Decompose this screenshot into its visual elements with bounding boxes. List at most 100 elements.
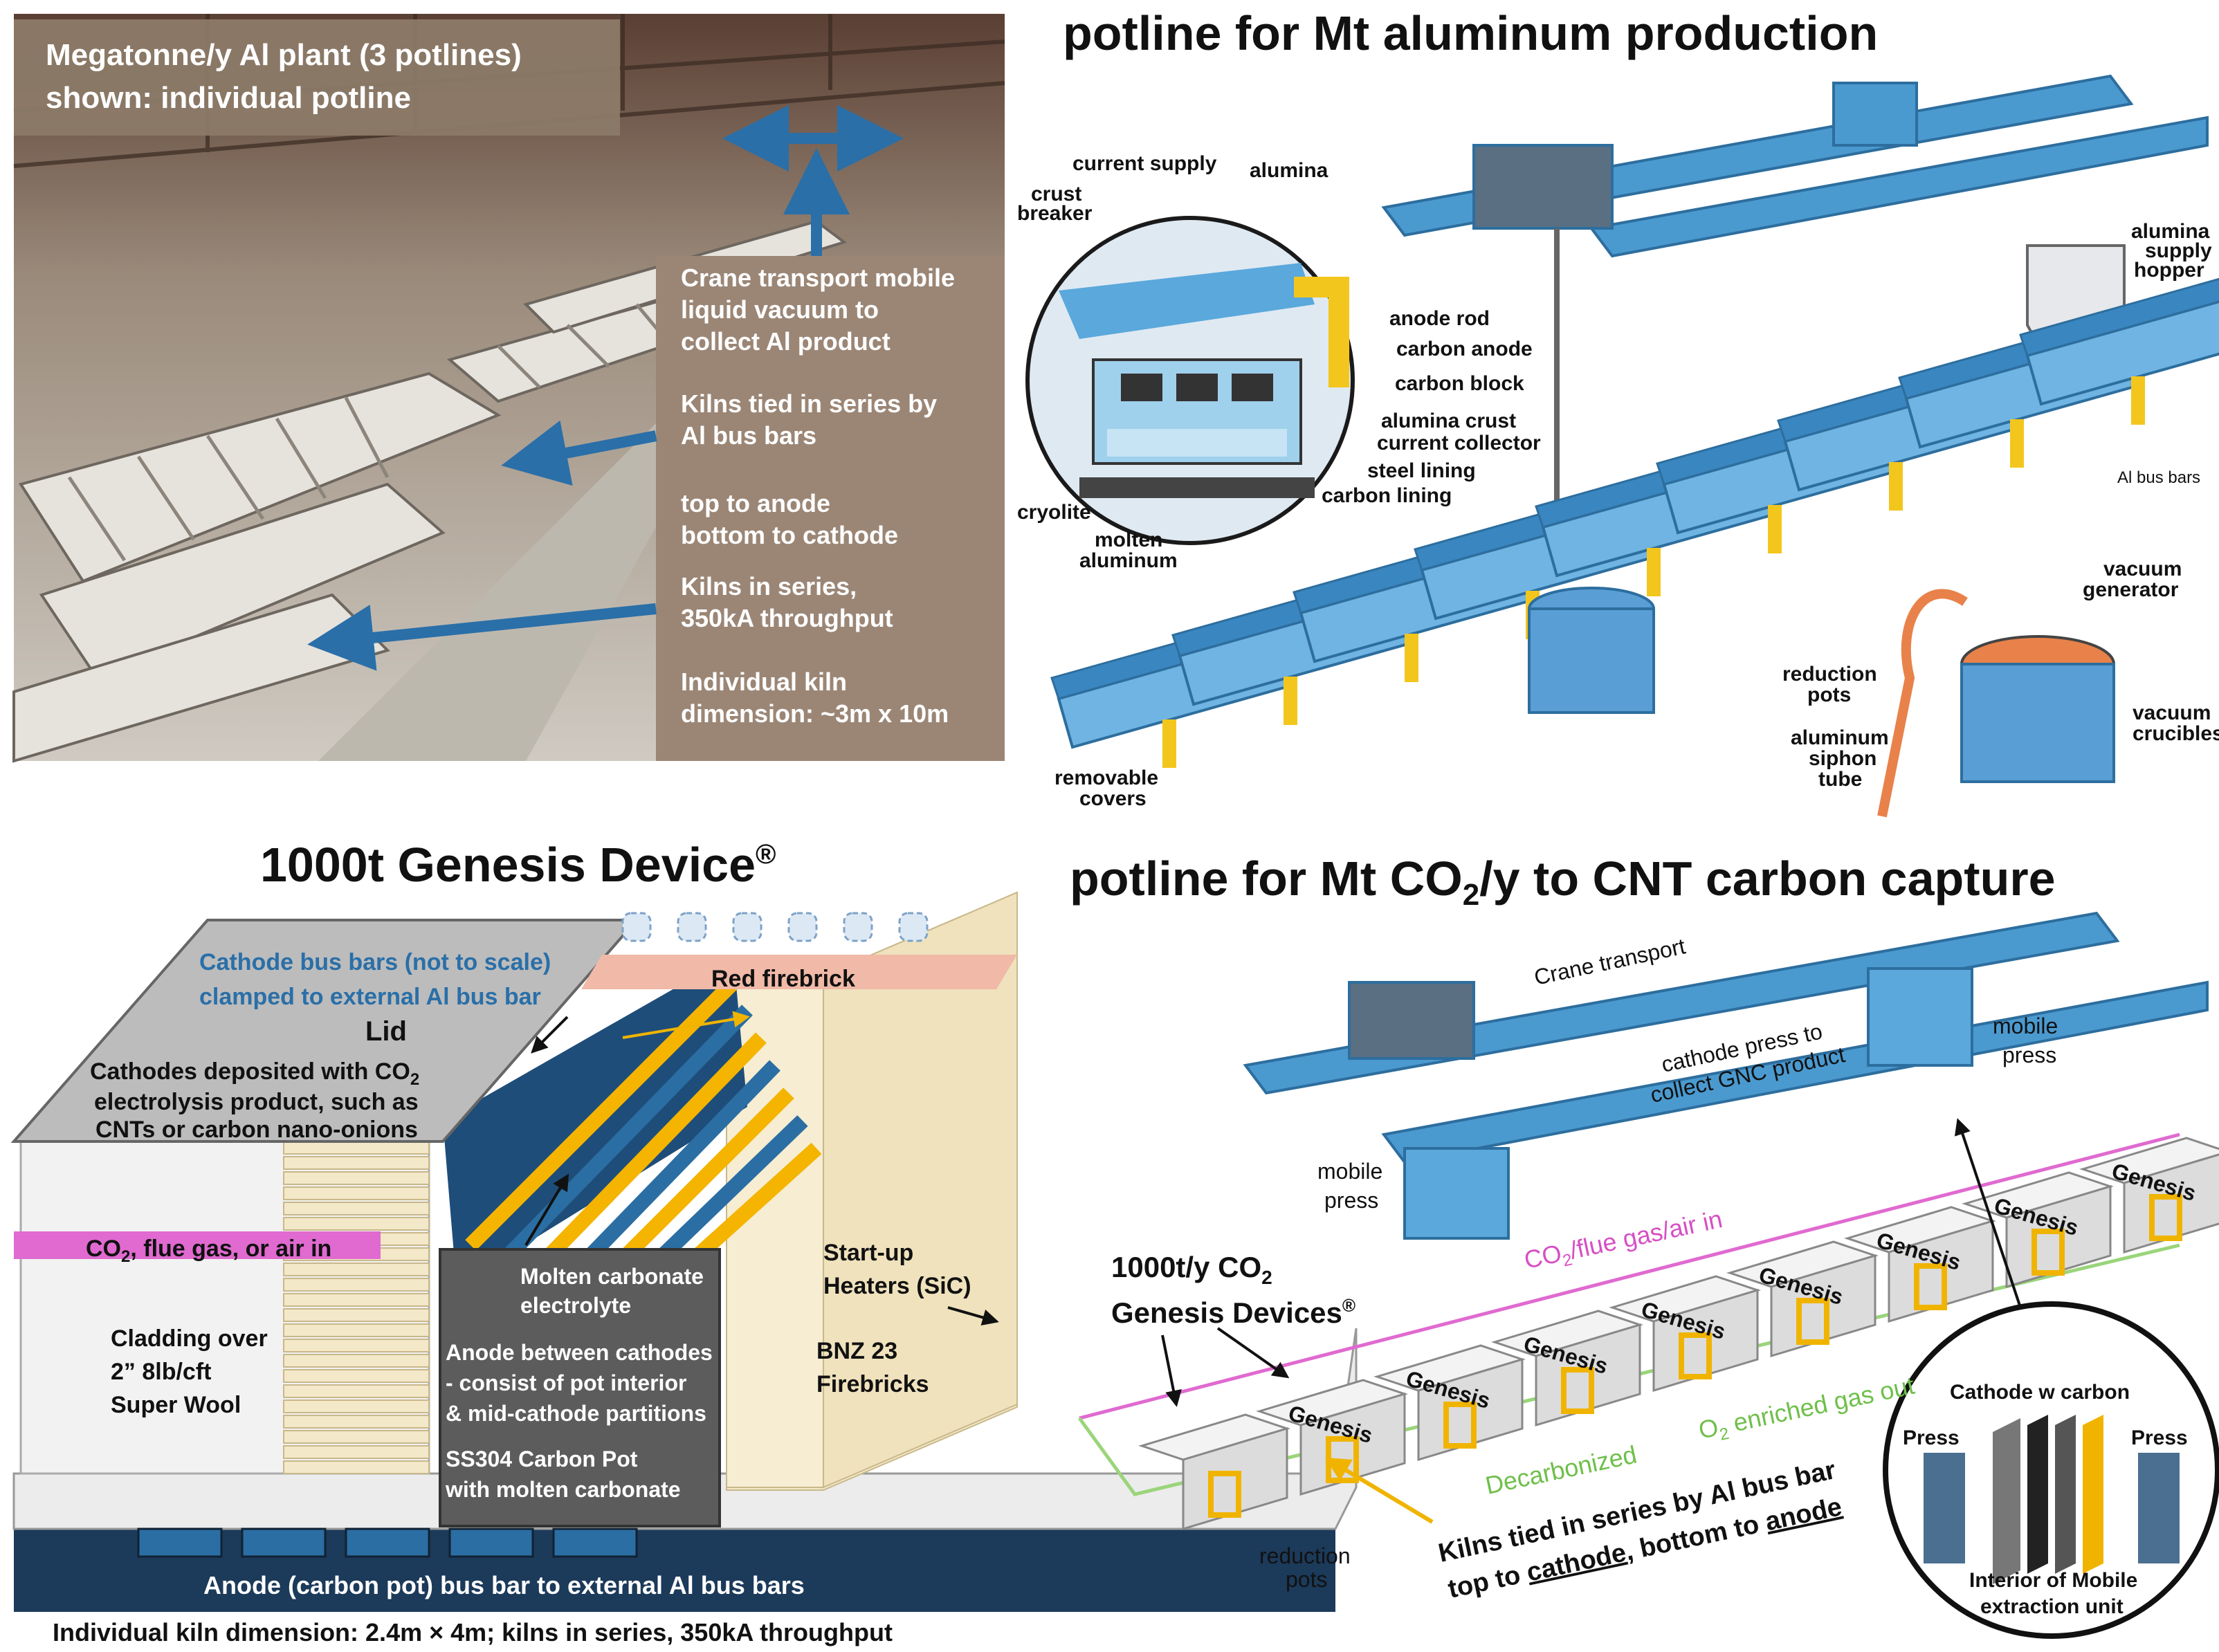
arrow-bus-bars	[501, 420, 657, 486]
label-carbon-anode: carbon anode	[1396, 338, 1533, 360]
label-devices-1: 1000t/y CO2	[1111, 1251, 1272, 1288]
panel3-title: 1000t Genesis Device®	[260, 838, 776, 892]
panel1-arrows	[307, 105, 904, 671]
extraction-unit-interior	[1924, 1415, 2180, 1584]
panel-genesis-device: 1000t Genesis Device®	[10, 838, 1358, 1646]
label-crust: crust	[1031, 183, 1081, 205]
genesis-device-side	[2123, 1153, 2219, 1254]
firebrick	[283, 1460, 430, 1474]
label-alumina-supply-2: supply	[2145, 239, 2212, 262]
panel3-footer: Individual kiln dimension: 2.4m × 4m; ki…	[53, 1618, 893, 1646]
panel3-labels: Cathode bus bars (not to scale) clamped …	[53, 949, 971, 1646]
label-cathodes-1: Cathodes deposited with CO2	[90, 1058, 419, 1089]
panel1-note-line: 350kA throughput	[681, 604, 893, 632]
firebrick-side-face	[823, 891, 1018, 1489]
panel1-note-line: Crane transport mobile	[681, 264, 955, 292]
label-molten-1: Molten carbonate	[520, 1264, 704, 1289]
genesis-bus-bar	[1561, 1367, 1594, 1414]
label-ss-2: with molten carbonate	[445, 1477, 681, 1502]
label-alumina: alumina	[1250, 159, 1328, 182]
label-interior-1: Interior of Mobile	[1969, 1569, 2137, 1592]
label-ss-1: SS304 Carbon Pot	[446, 1447, 638, 1471]
label-molten: molten	[1095, 529, 1162, 551]
crane-carriage	[1832, 82, 1918, 147]
label-cryolite: cryolite	[1017, 501, 1091, 524]
label-o2-enriched: O2 enriched gas out	[1696, 1371, 1917, 1449]
label-carbon-block: carbon block	[1395, 372, 1524, 395]
label-interior-2: extraction unit	[1980, 1595, 2124, 1618]
firebrick	[283, 1354, 430, 1368]
firebrick	[283, 1399, 430, 1413]
label-molten-2: electrolyte	[520, 1293, 631, 1318]
label-siphon-1: aluminum	[1791, 726, 1889, 749]
label-startup-1: Start-up	[823, 1240, 913, 1266]
firebrick	[283, 1186, 430, 1200]
al-bus-bar	[1405, 634, 1418, 682]
label-press-left: Press	[1903, 1426, 1960, 1449]
panel1-title-line2: shown: individual potline	[46, 81, 411, 115]
arrow-kilns	[307, 603, 657, 671]
label-reduction-1: reduction	[1259, 1543, 1351, 1568]
label-aluminum: aluminum	[1079, 549, 1178, 572]
firebrick	[283, 1308, 430, 1322]
genesis-bus-bar	[1914, 1263, 1947, 1310]
vacuum-crucible-right	[1877, 589, 2115, 818]
crane-hoist	[1472, 144, 1614, 230]
label-reduction-2: pots	[1286, 1567, 1327, 1592]
panel1-notes-box	[656, 256, 1005, 761]
firebrick	[283, 1156, 430, 1170]
al-bus-bar	[1889, 462, 1903, 511]
panel1-note-line: bottom to cathode	[681, 521, 898, 549]
label-mobile-press-left-1: mobile	[1317, 1159, 1382, 1184]
firebrick	[283, 1217, 430, 1231]
panel1-note-line: top to anode	[681, 489, 830, 517]
panel1-note-line: Kilns in series,	[681, 572, 857, 600]
label-steel-lining: steel lining	[1367, 459, 1476, 482]
label-press-right: Press	[2131, 1426, 2188, 1449]
label-mobile-press-right-2: press	[2002, 1043, 2056, 1067]
label-bnz-1: BNZ 23	[816, 1338, 897, 1364]
al-bus-bar	[1162, 719, 1176, 768]
label-anode-1: Anode between cathodes	[446, 1340, 713, 1365]
firebrick	[283, 1171, 430, 1185]
panel2-labels: current supply alumina crust breaker ano…	[1017, 152, 2219, 810]
label-al-bus-bars: Al bus bars	[2117, 468, 2200, 487]
genesis-bus-bar	[2149, 1194, 2182, 1241]
label-cladding-2: 2” 8lb/cft	[111, 1359, 211, 1385]
label-co2-inlet: CO2, flue gas, or air in	[86, 1236, 331, 1266]
firebrick	[283, 1293, 430, 1307]
red-firebrick	[581, 955, 1017, 989]
firebrick	[283, 1369, 430, 1383]
label-co2-flue-gas: CO2/flue gas/air in	[1522, 1204, 1726, 1278]
pot-cover	[2019, 277, 2219, 357]
label-carbon-lining: carbon lining	[1322, 484, 1452, 507]
label-crane-transport: Crane transport	[1532, 933, 1688, 989]
label-anode-bus: Anode (carbon pot) bus bar to external A…	[203, 1571, 805, 1599]
panel1-note-line: Kilns tied in series by	[681, 389, 937, 418]
panel3-arrows	[524, 1011, 999, 1326]
al-bus-bar	[1768, 505, 1782, 553]
label-vacuum-generator-1: vacuum	[2103, 558, 2182, 580]
label-cathodes-2: electrolysis product, such as	[94, 1089, 419, 1115]
label-alumina-supply-1: alumina	[2131, 220, 2210, 243]
genesis-device-top	[2079, 1137, 2219, 1184]
genesis-bus-bar	[1208, 1471, 1241, 1518]
al-bus-bar	[1284, 677, 1297, 725]
firebrick	[283, 1278, 430, 1292]
label-cathode-w-carbon: Cathode w carbon	[1950, 1381, 2130, 1404]
panel1-title-line1: Megatonne/y Al plant (3 potlines)	[46, 38, 522, 72]
siphon-tube	[1877, 589, 1968, 818]
label-cladding-1: Cladding over	[111, 1325, 268, 1352]
label-decarbonized: Decarbonized	[1483, 1440, 1639, 1500]
pot-ribs	[67, 282, 736, 562]
panel2-title: potline for Mt aluminum production	[1063, 6, 1878, 60]
label-mobile-press-right-1: mobile	[1993, 1013, 2058, 1038]
firebrick	[283, 1263, 430, 1276]
crane	[1381, 74, 2209, 258]
genesis-device-row: GenesisGenesisGenesisGenesisGenesisGenes…	[1138, 1137, 2219, 1531]
genesis-bus-bar	[1679, 1332, 1712, 1379]
label-cathode-bus-2: clamped to external Al bus bar	[199, 984, 541, 1010]
label-cladding-3: Super Wool	[111, 1392, 241, 1418]
reduction-pot-row	[1050, 277, 2219, 768]
panel1-note-line: Al bus bars	[681, 421, 816, 450]
